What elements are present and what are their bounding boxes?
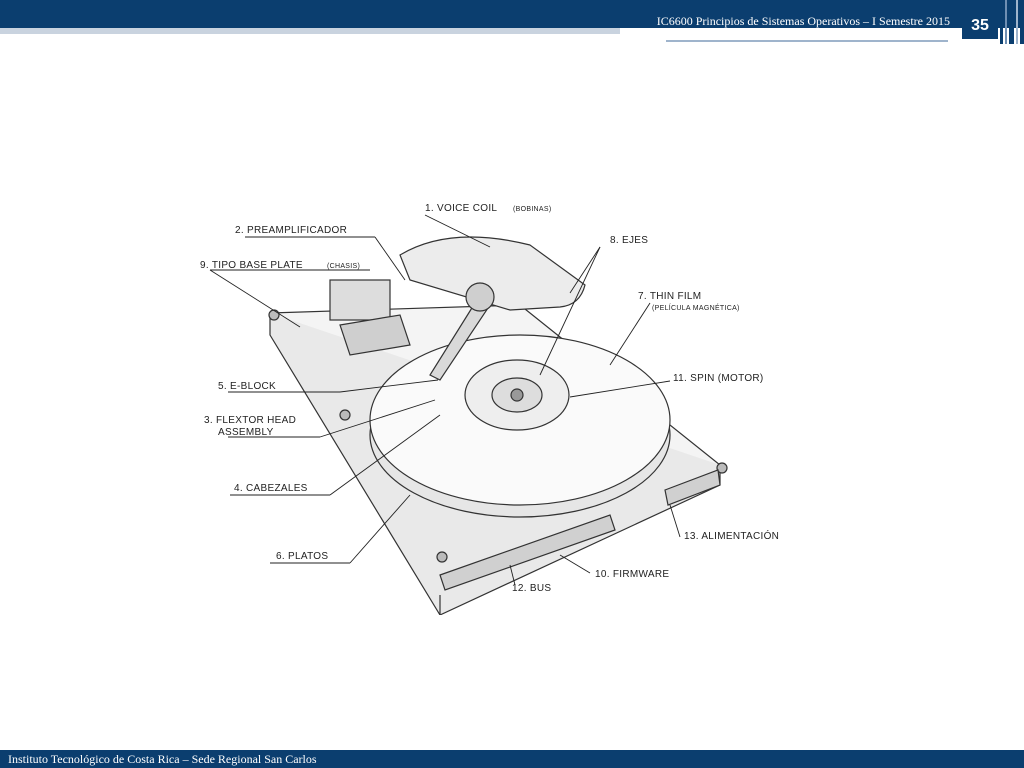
flex-cable xyxy=(339,314,411,356)
label-spin: 11. SPIN (MOTOR) xyxy=(673,373,764,384)
label-alimentacion: 13. ALIMENTACIÓN xyxy=(684,529,779,542)
top-bar-accent xyxy=(0,28,620,34)
label-base-plate-sub: (CHASIS) xyxy=(327,263,360,270)
slide-number: 35 xyxy=(962,13,998,39)
label-base-plate: 9. TIPO BASE PLATE xyxy=(200,260,303,271)
label-voice-coil: 1. VOICE COIL xyxy=(425,203,497,214)
top-bar xyxy=(0,0,1024,28)
label-cabezales: 4. CABEZALES xyxy=(234,483,308,494)
hard-drive-diagram: 1. VOICE COIL (BOBINAS) 2. PREAMPLIFICAD… xyxy=(200,203,779,615)
screw-icon xyxy=(339,409,351,421)
label-preamplificador: 2. PREAMPLIFICADOR xyxy=(235,225,347,236)
label-bus: 12. BUS xyxy=(512,583,551,594)
power-connector xyxy=(664,469,721,506)
label-flextor-1: 3. FLEXTOR HEAD xyxy=(204,415,296,426)
actuator-pivot xyxy=(465,282,495,312)
slide-header-title: IC6600 Principios de Sistemas Operativos… xyxy=(656,14,950,28)
screw-icon xyxy=(268,309,280,321)
bus-connector xyxy=(439,514,616,591)
label-thin-film: 7. THIN FILM xyxy=(638,291,701,302)
label-eblock: 5. E-BLOCK xyxy=(218,381,276,392)
footer-institution: Instituto Tecnológico de Costa Rica – Se… xyxy=(8,752,317,766)
screw-icon xyxy=(436,551,448,563)
voice-coil xyxy=(399,236,586,311)
screw-icon xyxy=(716,462,728,474)
label-flextor-2: ASSEMBLY xyxy=(218,427,274,438)
footer-bar: Instituto Tecnológico de Costa Rica – Se… xyxy=(0,750,1024,768)
label-platos: 6. PLATOS xyxy=(276,551,328,562)
decorative-stripes xyxy=(1000,0,1024,44)
label-firmware: 10. FIRMWARE xyxy=(595,569,669,580)
preamp-connector xyxy=(329,279,391,321)
label-thin-film-sub: (PELÍCULA MAGNÉTICA) xyxy=(652,303,740,312)
header-underline xyxy=(666,40,948,42)
label-voice-coil-sub: (BOBINAS) xyxy=(513,206,551,213)
label-ejes: 8. EJES xyxy=(610,235,648,246)
spindle-center xyxy=(510,388,524,402)
